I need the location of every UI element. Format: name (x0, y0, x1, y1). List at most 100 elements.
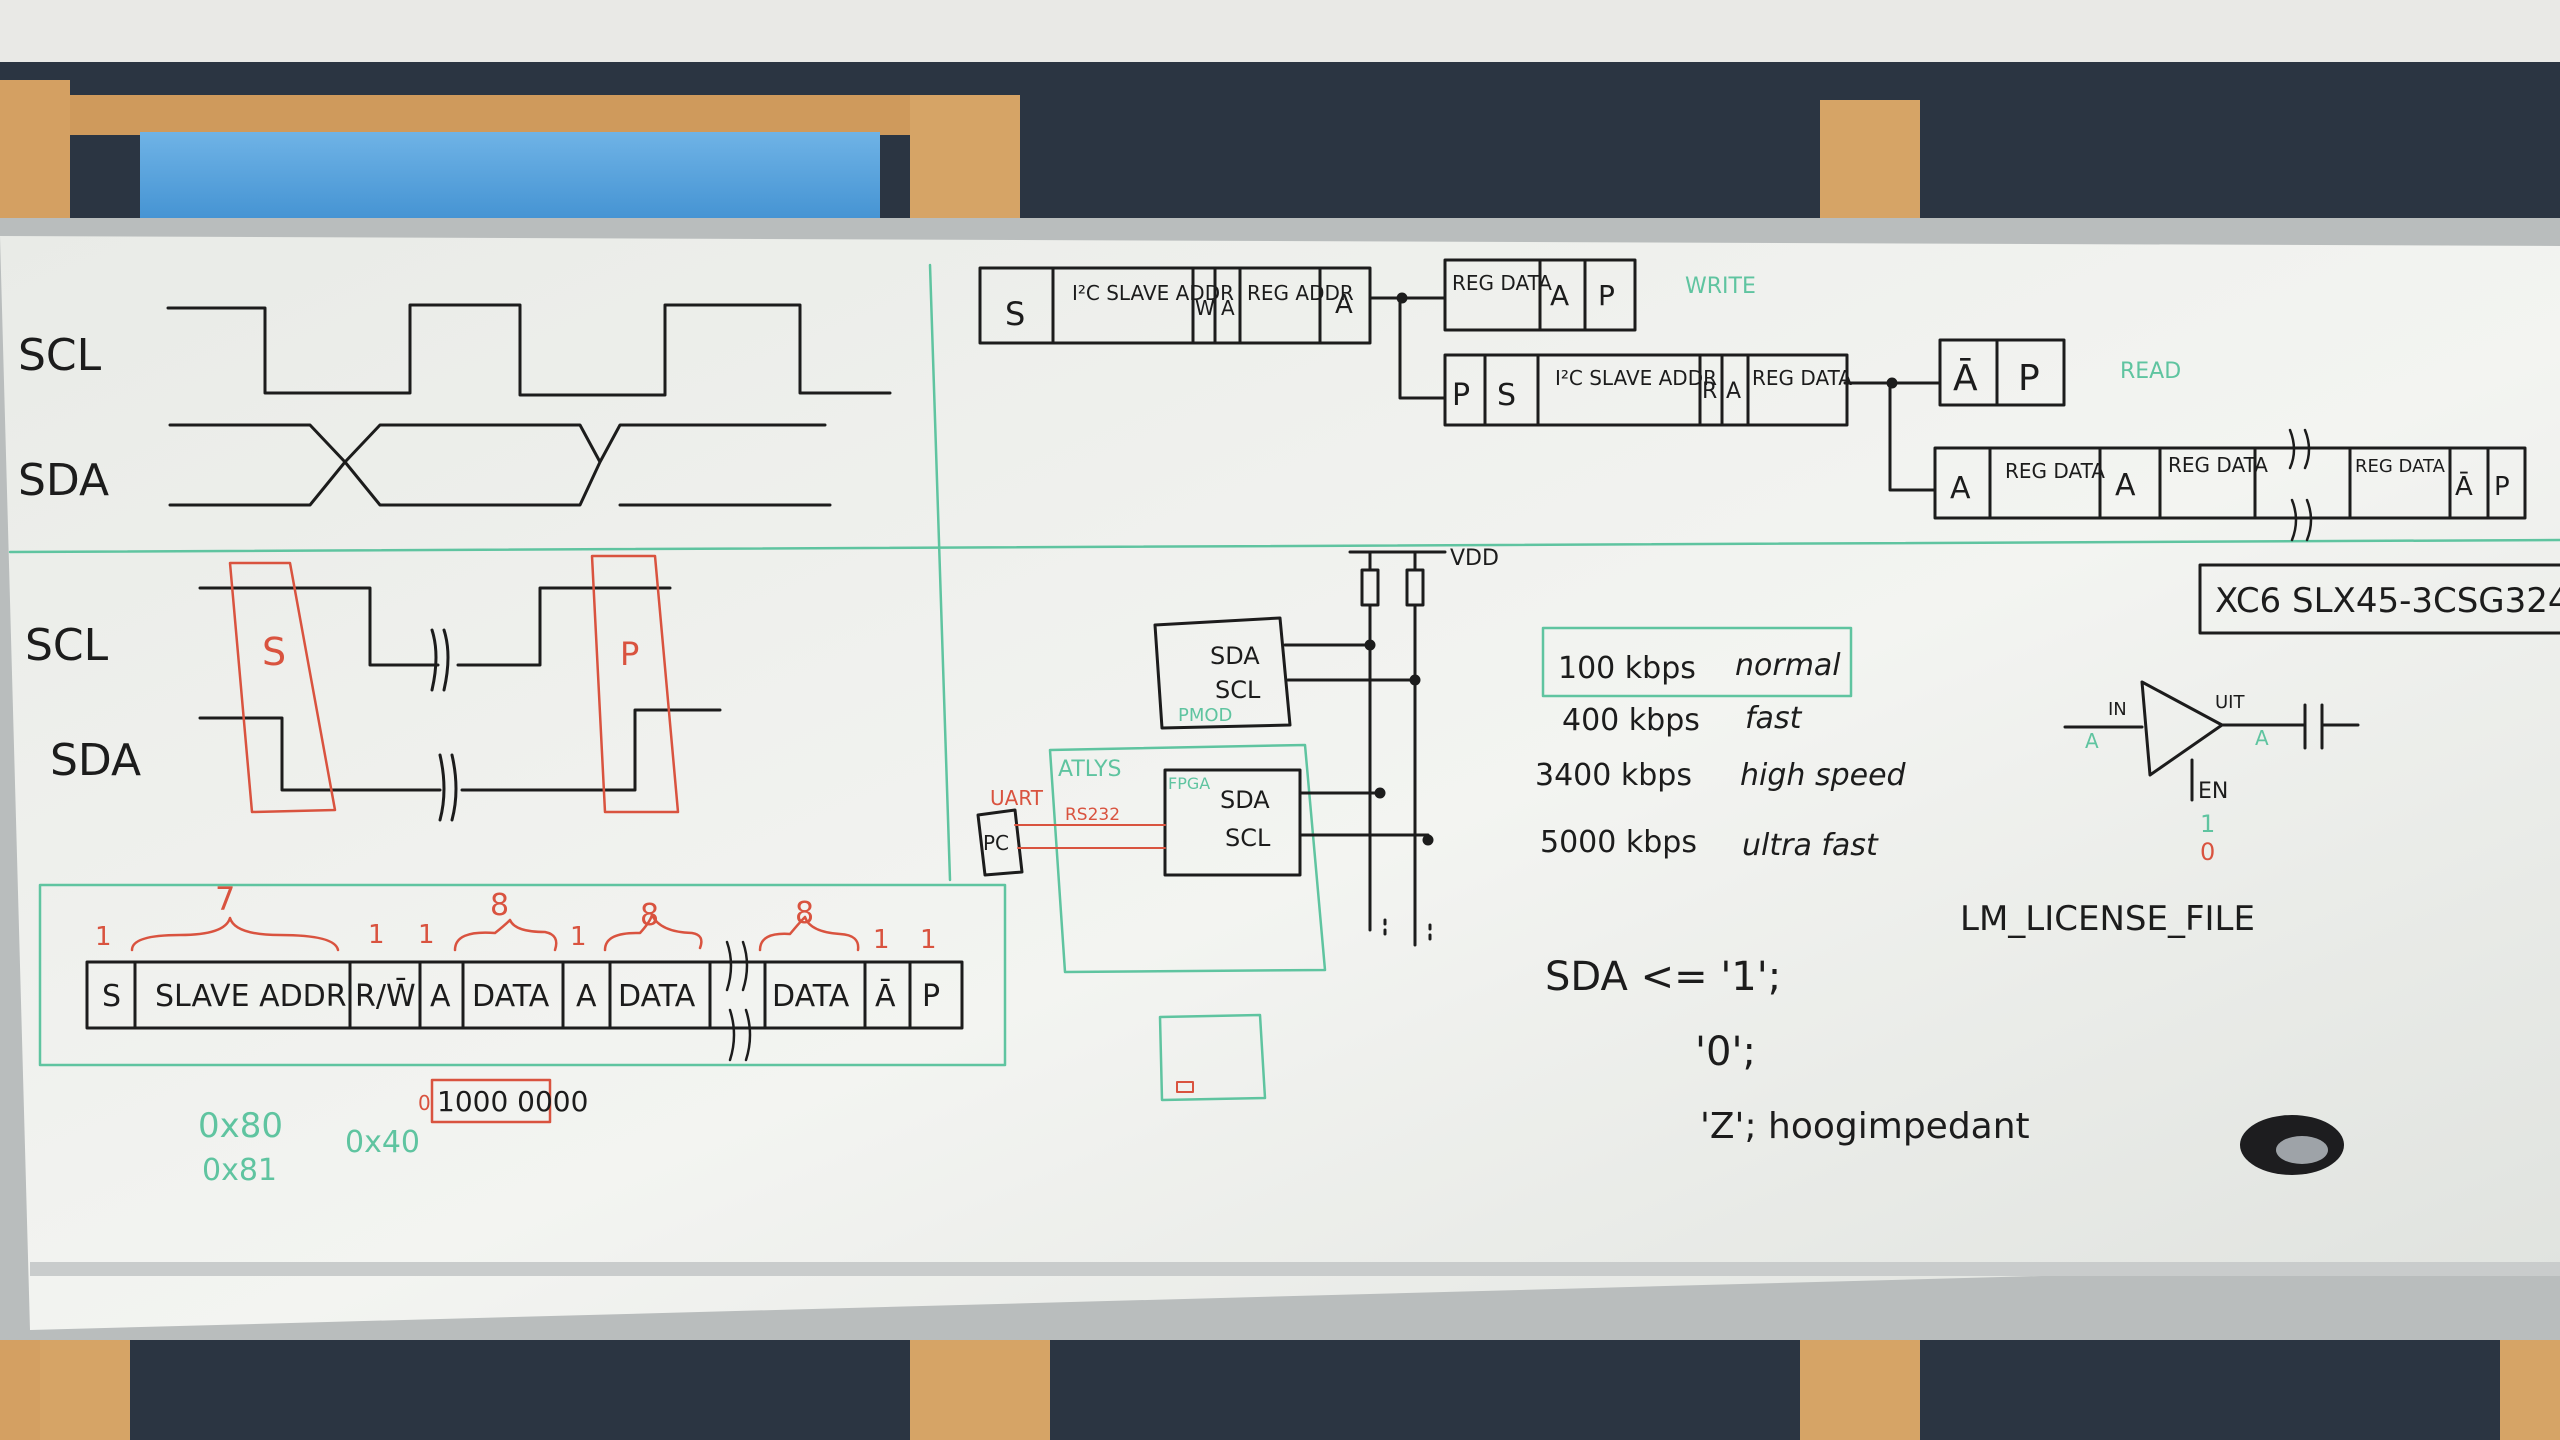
sda-assign-line2: '0'; (1695, 1029, 1756, 1075)
burst-field-nack: Ā (2455, 471, 2473, 502)
write-tail-p: P (1598, 279, 1615, 312)
bit-count-nack: 1 (873, 925, 890, 955)
speed-highlight-box (1541, 626, 1853, 698)
part-number: XC6 SLX45-3CSG324 (2215, 581, 2560, 621)
speed-mode-2: high speed (1740, 758, 1907, 793)
scl-waveform-mid (198, 586, 672, 667)
burst-field-reg-data3: REG DATA (2355, 456, 2446, 477)
bit-count-a2: 1 (570, 922, 587, 952)
write-field-a2: A (1335, 290, 1353, 320)
frame-outline (85, 960, 964, 1030)
whiteboard-drawings: SCL SDA SCL SDA S P S SLAVE ADDR R/W̄ (8, 258, 2560, 1188)
frame-field-data1: DATA (472, 979, 550, 1014)
frame-braces (130, 913, 860, 952)
section-dividers (8, 263, 2560, 1067)
sda-assign-line1: SDA <= '1'; (1545, 954, 1781, 1000)
write-field-s: S (1005, 295, 1025, 333)
fpga-dot-sda (1374, 787, 1386, 799)
read-label: READ (2120, 359, 2181, 384)
fpga-sda: SDA (1220, 786, 1270, 814)
pmod-dot-scl (1409, 674, 1421, 686)
write-field-a1: A (1221, 296, 1235, 320)
read-field-a: A (1726, 379, 1741, 404)
frame-fields: S SLAVE ADDR R/W̄ A DATA A DATA DATA Ā P (102, 978, 940, 1014)
frame-field-s: S (102, 979, 121, 1014)
buffer-en-zero: 0 (2200, 838, 2215, 866)
frame-field-rw: R/W̄ (355, 978, 416, 1014)
frame-bit-counts: 1 7 1 1 8 1 8 8 1 1 (95, 880, 937, 955)
burst-break-marks (2288, 428, 2313, 542)
fpga-dot-scl (1422, 834, 1434, 846)
bits-prefix: 0 (418, 1091, 431, 1115)
read-tail-p: P (2018, 358, 2040, 399)
timing-mid-scl-label: SCL (25, 620, 109, 671)
speed-mode-0: normal (1735, 648, 1841, 683)
branch-dot-2 (1886, 377, 1898, 389)
pmod-dot-sda (1364, 639, 1376, 651)
tristate-buffer: IN UIT EN A A 1 0 (2063, 680, 2360, 866)
uart-label: UART (990, 786, 1044, 810)
read-tail-nack: Ā (1953, 358, 1978, 399)
sda-assign-line3: 'Z'; hoogimpedant (1700, 1106, 2030, 1147)
license-env-var: LM_LICENSE_FILE (1960, 899, 2255, 939)
burst-field-a1: A (1950, 471, 1971, 506)
write-label: WRITE (1685, 274, 1756, 299)
stop-condition-label: P (620, 635, 639, 673)
read-row-box (1443, 353, 1849, 427)
window-glass (140, 132, 880, 232)
fpga-label: FPGA (1168, 774, 1210, 793)
burst-field-a2: A (2115, 468, 2136, 503)
pullup-resistor-1 (1360, 568, 1380, 607)
hex-0x81: 0x81 (202, 1153, 277, 1188)
timing-diagram-start-stop: SCL SDA S P (25, 554, 722, 822)
pmod-box (1153, 616, 1292, 730)
whiteboard-surface (0, 236, 2560, 1330)
hex-0x80: 0x80 (198, 1106, 283, 1146)
write-field-w: W (1195, 296, 1215, 320)
burst-row-box (1933, 446, 2527, 520)
i2c-frame: S SLAVE ADDR R/W̄ A DATA A DATA DATA Ā P… (85, 880, 964, 1188)
bit-count-addr: 7 (215, 880, 235, 918)
bit-count-p: 1 (920, 925, 937, 955)
timing-diagram-top: SCL SDA (18, 303, 892, 507)
magnet-clip (2240, 1115, 2344, 1175)
bits-value: 1000 0000 (437, 1085, 588, 1118)
sda-waveform-top (168, 423, 832, 507)
pullup-resistor-2 (1405, 568, 1425, 607)
bit-count-data1: 8 (490, 888, 509, 923)
frame-field-nack: Ā (875, 978, 896, 1014)
frame-field-p: P (922, 979, 940, 1014)
pc-box (976, 808, 1024, 877)
burst-row-fields: A REG DATA A REG DATA REG DATA Ā P (1950, 453, 2510, 506)
buffer-in: IN (2108, 699, 2127, 720)
buffer-en: EN (2198, 779, 2228, 804)
buffer-a-in: A (2085, 729, 2099, 753)
pmod-bus-wires (1283, 643, 1417, 682)
pmod-scl: SCL (1215, 676, 1261, 704)
bit-count-data3: 8 (795, 896, 814, 931)
burst-field-reg-data1: REG DATA (2005, 459, 2105, 483)
fpga-bus-wires (1298, 791, 1430, 837)
bit-count-rw: 1 (368, 920, 385, 950)
burst-field-reg-data2: REG DATA (2168, 453, 2268, 477)
rs232-label: RS232 (1065, 805, 1120, 825)
fpga-scl: SCL (1225, 824, 1271, 852)
ceiling (0, 0, 2560, 62)
speed-rate-2: 3400 kbps (1535, 758, 1692, 793)
pullup-wires (1368, 550, 1417, 947)
speed-rate-0: 100 kbps (1558, 651, 1696, 686)
timing-mid-sda-label: SDA (50, 735, 141, 786)
buffer-uit: UIT (2215, 692, 2245, 713)
timing-top-sda-label: SDA (18, 455, 109, 506)
burst-row-dividers (1988, 446, 2490, 520)
bus-schematic: VDD SDA SCL PMOD ATLYS FPGA SDA SCL PC U… (976, 546, 1499, 1102)
start-condition-box (228, 561, 337, 814)
magnet-highlight (2276, 1136, 2328, 1164)
vdd-label: VDD (1450, 546, 1499, 571)
read-row-dividers (1483, 353, 1750, 427)
speed-rows: 100 kbps normal 400 kbps fast 3400 kbps … (1535, 648, 1907, 863)
board-tray (30, 1262, 2560, 1276)
bit-count-s: 1 (95, 922, 112, 952)
stop-condition-box (590, 554, 680, 814)
